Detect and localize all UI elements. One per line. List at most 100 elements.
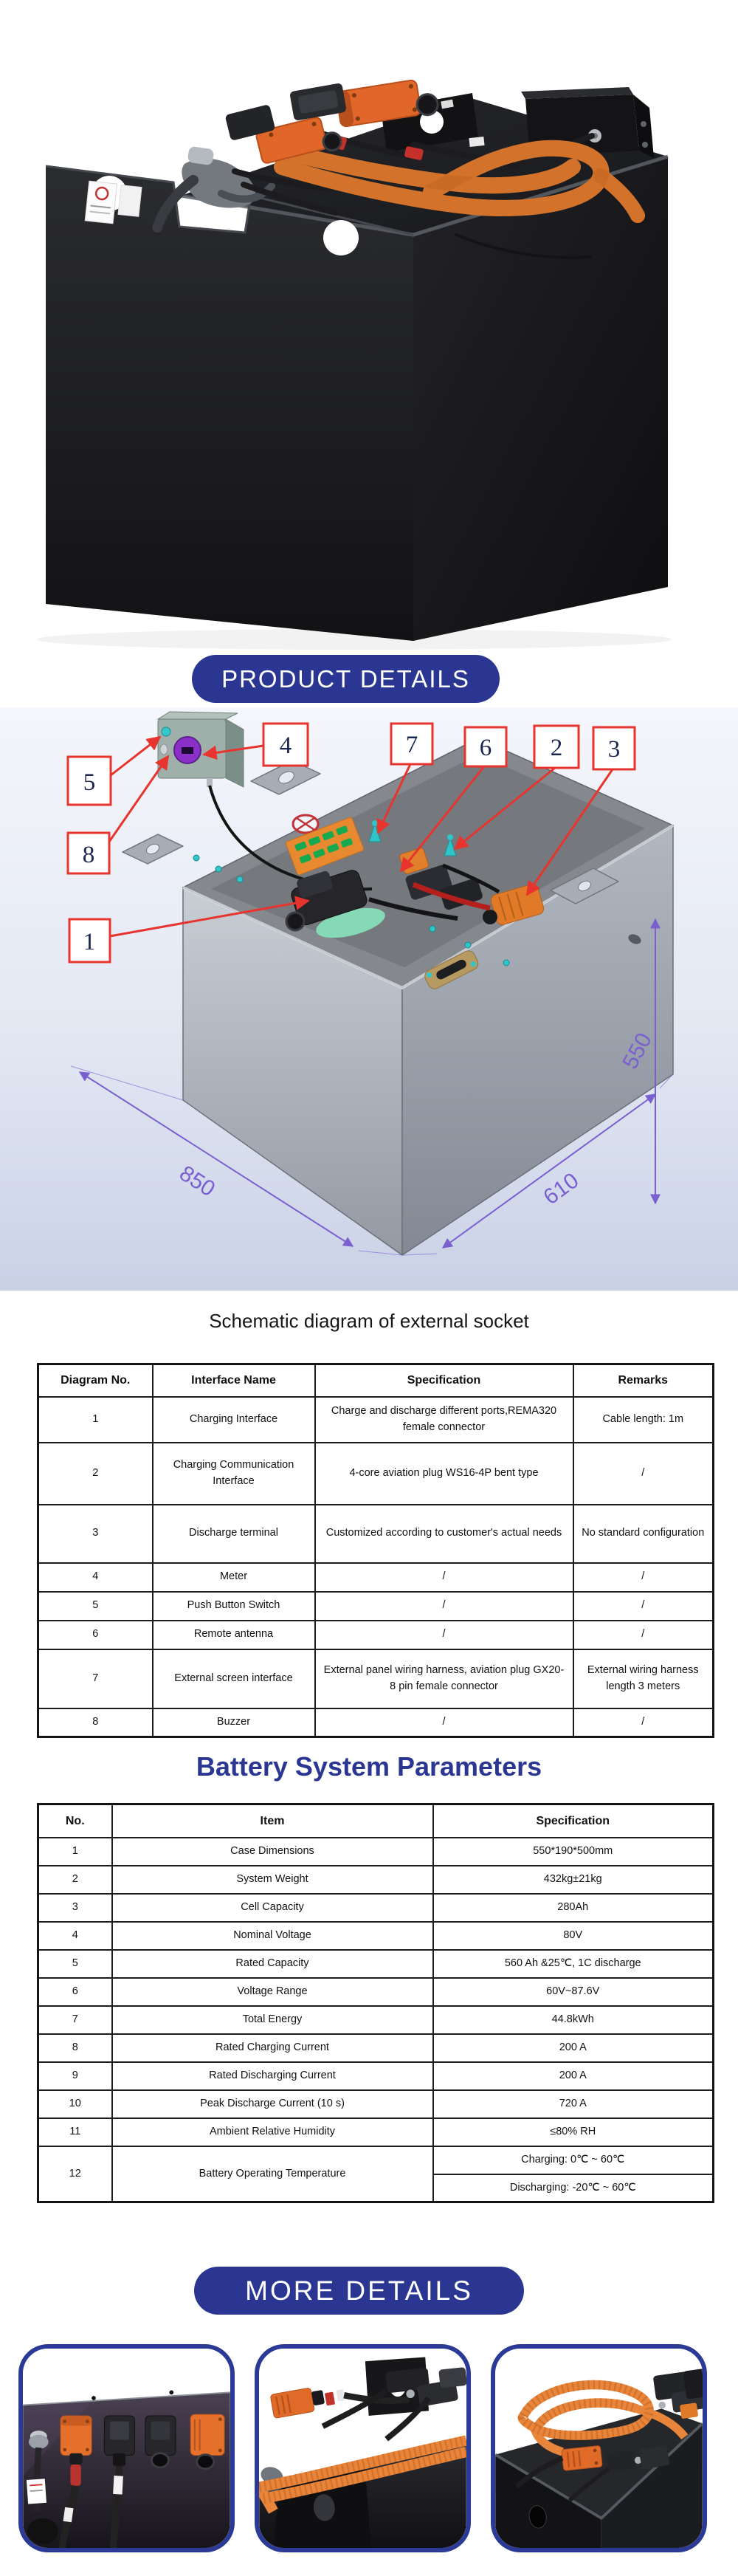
cell-item: Rated Capacity xyxy=(111,1948,434,1979)
callout-boxes: 1 2 3 4 5 6 7 8 xyxy=(66,722,636,964)
table-header-row: Diagram No. Interface Name Specification… xyxy=(37,1363,714,1398)
cell-no: 6 xyxy=(37,1619,154,1650)
svg-text:4: 4 xyxy=(280,732,292,759)
detail-photo-battery-corner xyxy=(491,2344,707,2552)
bracket-hole xyxy=(323,220,359,255)
buzzer-hole xyxy=(159,743,168,755)
table-row: 7 External screen interface External pan… xyxy=(37,1648,714,1709)
svg-text:8: 8 xyxy=(83,842,95,868)
table-row: 6 Remote antenna / / xyxy=(37,1619,714,1650)
lifting-handle xyxy=(424,950,479,989)
column-header-no: No. xyxy=(37,1803,113,1838)
product-details-banner[interactable]: PRODUCT DETAILS xyxy=(192,655,500,703)
cell-spec: 200 A xyxy=(432,2033,714,2063)
table-row: 7 Total Energy 44.8kWh xyxy=(37,2005,714,2035)
cell-item: System Weight xyxy=(111,1864,434,1895)
callout-2: 2 xyxy=(533,724,580,769)
detail-photo-connectors xyxy=(18,2344,235,2552)
cell-no: 11 xyxy=(37,2117,113,2147)
table-row: 1 Case Dimensions 550*190*500mm xyxy=(37,1836,714,1866)
table-row: 5 Push Button Switch / / xyxy=(37,1590,714,1621)
cell-no: 9 xyxy=(37,2061,113,2091)
black-connector-cluster xyxy=(653,2369,703,2419)
cell-item: Battery Operating Temperature xyxy=(111,2145,434,2203)
cell-no: 8 xyxy=(37,1707,154,1738)
shadow xyxy=(37,629,672,650)
callout-arrows xyxy=(108,735,614,938)
cell-spec: 44.8kWh xyxy=(432,2005,714,2035)
cell-no: 4 xyxy=(37,1920,113,1951)
black-connector xyxy=(145,2415,176,2469)
cell-spec: ≤80% RH xyxy=(432,2117,714,2147)
column-header-interface-name: Interface Name xyxy=(151,1363,316,1398)
orange-connector xyxy=(58,2415,92,2548)
interface-table: Diagram No. Interface Name Specification… xyxy=(37,1363,714,1738)
cell-item: Cell Capacity xyxy=(111,1892,434,1923)
cell-spec-discharging: Discharging: -20℃ ~ 60℃ xyxy=(432,2173,714,2203)
cell-no: 5 xyxy=(37,1948,113,1979)
svg-text:3: 3 xyxy=(608,736,621,763)
cell-spec: / xyxy=(314,1619,574,1650)
cell-no: 1 xyxy=(37,1836,113,1866)
table-row: 3 Discharge terminal Customized accordin… xyxy=(37,1503,714,1564)
cell-remarks: / xyxy=(572,1619,714,1650)
orange-connector xyxy=(190,2414,225,2470)
table-row: 1 Charging Interface Charge and discharg… xyxy=(37,1395,714,1443)
cell-spec: 60V~87.6V xyxy=(432,1976,714,2007)
orange-connector xyxy=(561,2445,603,2471)
cell-remarks: / xyxy=(572,1590,714,1621)
cell-spec: / xyxy=(314,1562,574,1593)
cell-name: External screen interface xyxy=(151,1648,316,1709)
detail-photo-harness xyxy=(255,2344,471,2552)
schematic-caption: Schematic diagram of external socket xyxy=(209,1310,529,1332)
cell-item: Total Energy xyxy=(111,2005,434,2035)
cell-spec: 432kg±21kg xyxy=(432,1864,714,1895)
table-row: 5 Rated Capacity 560 Ah &25℃, 1C dischar… xyxy=(37,1948,714,1979)
column-header-remarks: Remarks xyxy=(572,1363,714,1398)
cell-name: Charging Communication Interface xyxy=(151,1441,316,1505)
cell-spec: External panel wiring harness, aviation … xyxy=(314,1648,574,1709)
svg-text:1: 1 xyxy=(83,929,96,955)
table-header-row: No. Item Specification xyxy=(37,1803,714,1838)
callout-6: 6 xyxy=(463,726,508,768)
table-row: 3 Cell Capacity 280Ah xyxy=(37,1892,714,1923)
orange-connector xyxy=(270,2388,325,2419)
cell-spec: Charge and discharge different ports,REM… xyxy=(314,1395,574,1443)
cell-remarks: External wiring harness length 3 meters xyxy=(572,1648,714,1709)
table-row: 2 System Weight 432kg±21kg xyxy=(37,1864,714,1895)
callout-8: 8 xyxy=(66,831,111,875)
table-row: 2 Charging Communication Interface 4-cor… xyxy=(37,1441,714,1505)
cell-name: Charging Interface xyxy=(151,1395,316,1443)
cell-no: 8 xyxy=(37,2033,113,2063)
cell-spec: 560 Ah &25℃, 1C discharge xyxy=(432,1948,714,1979)
cell-remarks: No standard configuration xyxy=(572,1503,714,1564)
column-header-item: Item xyxy=(111,1803,434,1838)
svg-text:6: 6 xyxy=(480,735,492,761)
column-header-specification: Specification xyxy=(432,1803,714,1838)
cell-spec: / xyxy=(314,1590,574,1621)
cell-item: Nominal Voltage xyxy=(111,1920,434,1951)
table-row: 4 Nominal Voltage 80V xyxy=(37,1920,714,1951)
cell-item: Ambient Relative Humidity xyxy=(111,2117,434,2147)
detail-photo-harness-image xyxy=(259,2349,466,2548)
product-details-label: PRODUCT DETAILS xyxy=(221,664,470,693)
cell-spec: 4-core aviation plug WS16-4P bent type xyxy=(314,1441,574,1505)
orange-coiled-cable xyxy=(517,2380,689,2456)
cell-spec: 550*190*500mm xyxy=(432,1836,714,1866)
cell-no: 10 xyxy=(37,2089,113,2119)
table-row: 4 Meter / / xyxy=(37,1562,714,1593)
cell-name: Meter xyxy=(151,1562,316,1593)
cell-name: Buzzer xyxy=(151,1707,316,1738)
black-connector xyxy=(103,2415,135,2548)
cell-spec: 200 A xyxy=(432,2061,714,2091)
cell-spec: 720 A xyxy=(432,2089,714,2119)
more-details-label: MORE DETAILS xyxy=(245,2275,473,2306)
more-details-banner[interactable]: MORE DETAILS xyxy=(194,2267,524,2315)
cell-name: Push Button Switch xyxy=(151,1590,316,1621)
cell-remarks: / xyxy=(572,1562,714,1593)
cell-spec: / xyxy=(314,1707,574,1738)
cell-remarks: Cable length: 1m xyxy=(572,1395,714,1443)
cell-spec: 80V xyxy=(432,1920,714,1951)
cell-no: 7 xyxy=(37,1648,154,1709)
antenna xyxy=(368,820,457,856)
